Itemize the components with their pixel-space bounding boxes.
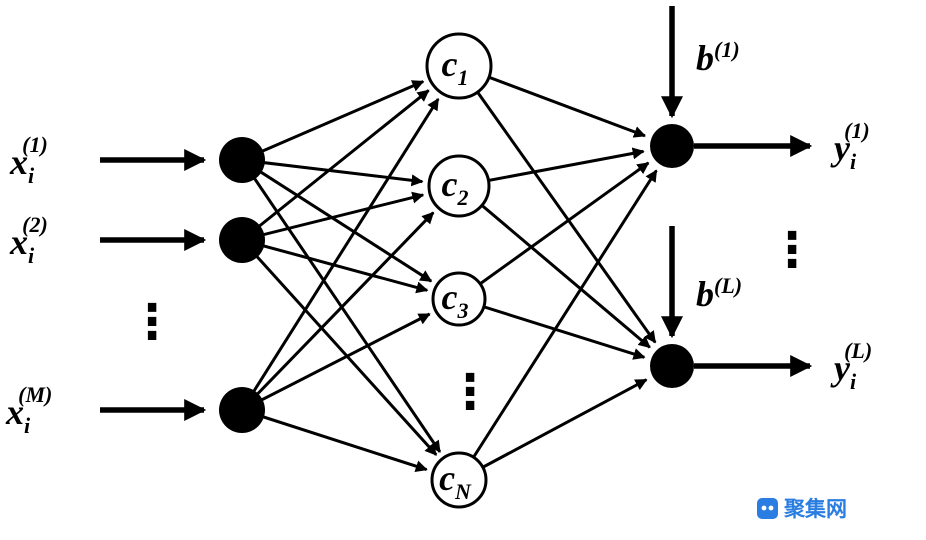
bias-label-2: b(L) xyxy=(696,273,742,314)
connection-edges xyxy=(240,64,658,482)
edge-input2-hidden4 xyxy=(240,238,438,456)
edge-input3-hidden4 xyxy=(241,408,428,472)
hidden-label-c3: c3 xyxy=(442,277,469,323)
hidden-label-c2: c2 xyxy=(442,164,469,210)
input-node-2 xyxy=(219,217,265,263)
edge-input1-hidden1 xyxy=(241,80,425,162)
edge-hidden2-output2 xyxy=(458,184,651,349)
edge-hidden3-output2 xyxy=(458,297,646,360)
input-ellipsis: ⋮ xyxy=(128,294,176,350)
watermark: 聚集网 xyxy=(757,497,847,521)
edge-input1-hidden3 xyxy=(241,158,433,283)
output-node-1 xyxy=(650,124,694,168)
input-label-2: xi(2) xyxy=(9,212,48,268)
hidden-node-c1 xyxy=(425,32,493,100)
output-node-2 xyxy=(650,344,694,388)
hidden-label-cN: cN xyxy=(439,458,472,504)
hidden-node-c3 xyxy=(431,271,487,327)
edge-hidden3-output1 xyxy=(458,161,650,301)
edge-input3-hidden2 xyxy=(240,211,435,412)
hidden-node-c2 xyxy=(427,154,491,218)
watermark-icon xyxy=(757,498,778,519)
edge-input2-hidden2 xyxy=(241,191,425,242)
input-node-3 xyxy=(219,387,265,433)
hidden-label-c1: c1 xyxy=(442,44,469,90)
input-label-1: xi(1) xyxy=(9,132,48,188)
watermark-icon-dot-2 xyxy=(768,505,774,511)
edge-hidden4-output1 xyxy=(457,169,658,481)
edge-input2-hidden1 xyxy=(241,89,430,242)
watermark-icon-dot-1 xyxy=(761,505,767,511)
hidden-node-cN xyxy=(430,451,488,509)
input-label-3: xi(M) xyxy=(5,382,52,438)
edge-input3-hidden3 xyxy=(241,312,431,412)
edge-input1-hidden2 xyxy=(241,158,424,187)
edge-hidden4-output2 xyxy=(458,378,648,482)
output-ellipsis: ⋮ xyxy=(768,222,816,278)
output-label-2: yi(L) xyxy=(830,338,872,394)
input-node-1 xyxy=(219,137,265,183)
hidden-ellipsis: ⋮ xyxy=(446,364,494,420)
bias-label-1: b(1) xyxy=(696,37,740,78)
edge-hidden1-output2 xyxy=(457,65,657,344)
watermark-text: 聚集网 xyxy=(783,497,847,521)
edge-input3-hidden1 xyxy=(240,97,440,411)
output-label-1: yi(1) xyxy=(830,118,870,174)
